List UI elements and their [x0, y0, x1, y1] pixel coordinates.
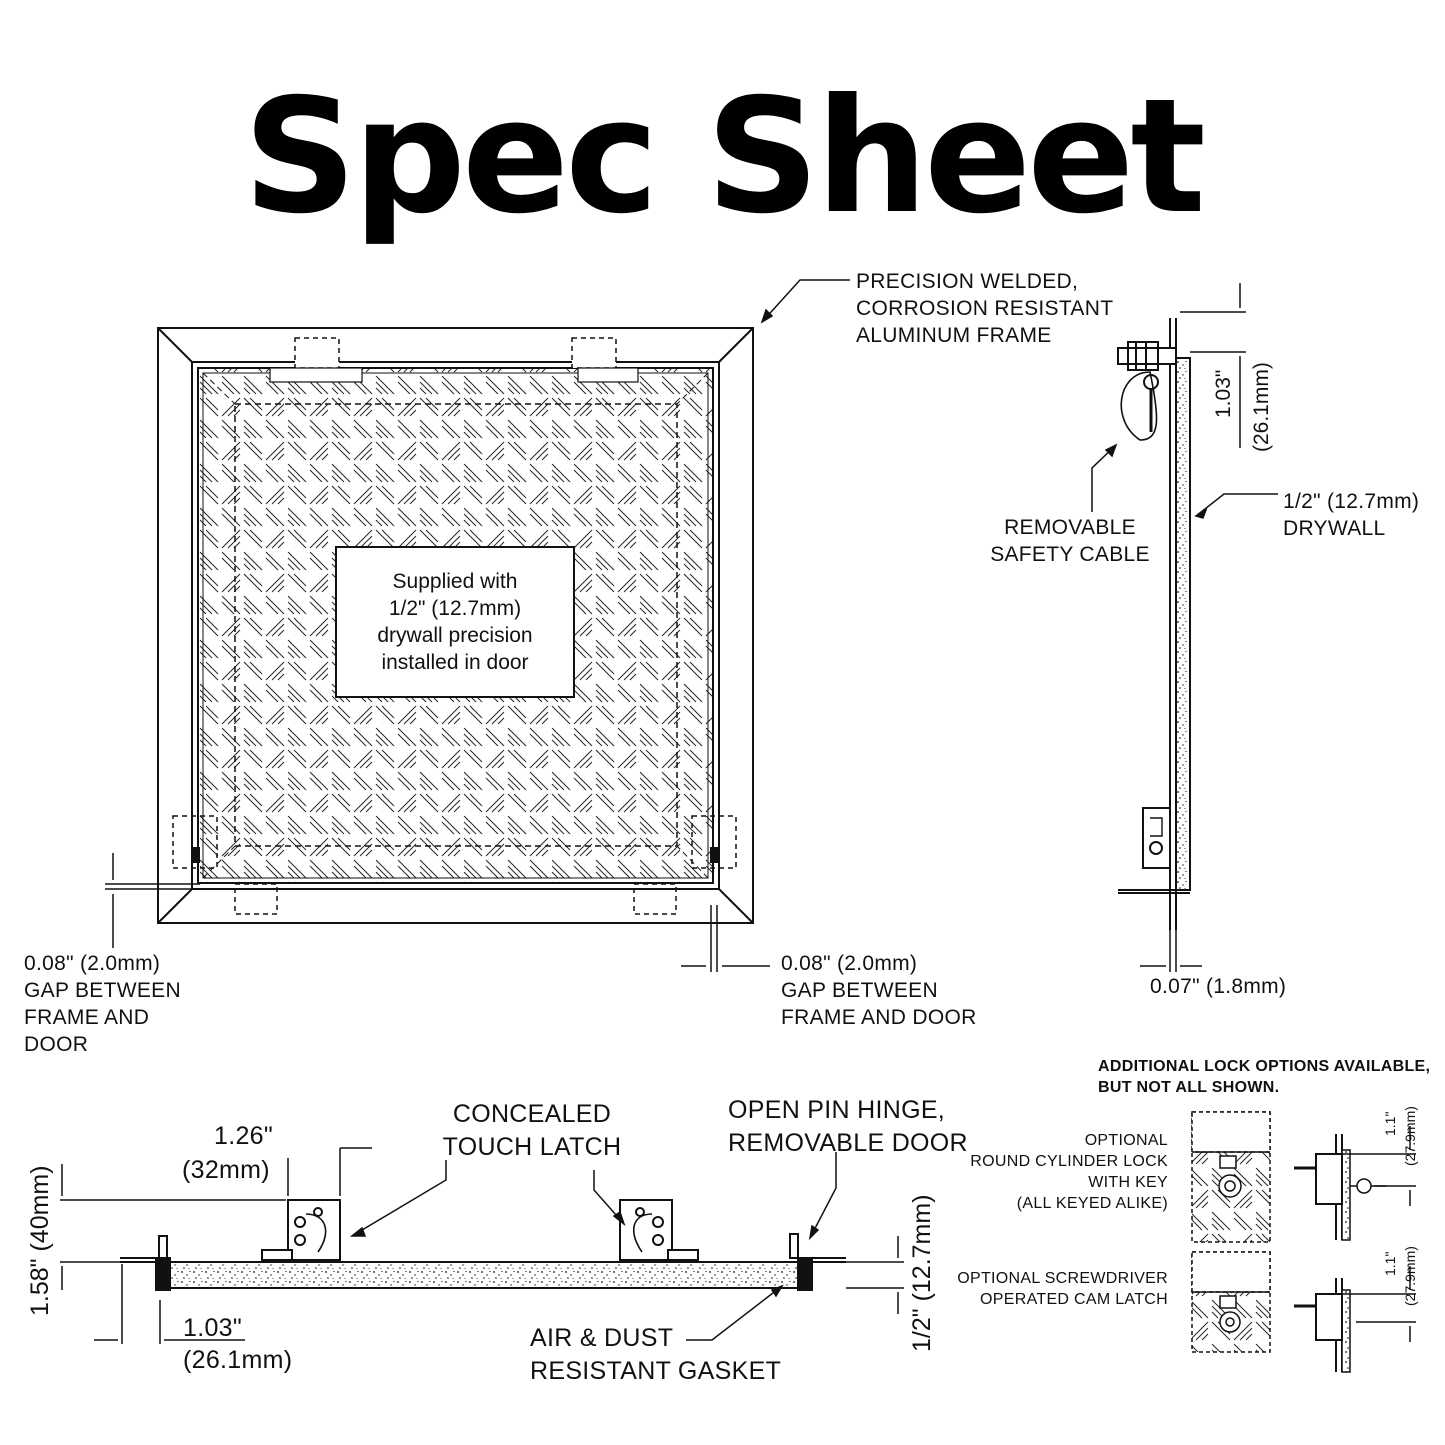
- side-dim-bottom: 0.07" (1.8mm): [1150, 975, 1287, 998]
- cam-latch-label: OPTIONAL SCREWDRIVER OPERATED CAM LATCH: [957, 1270, 1168, 1308]
- lock-option-details: [1191, 1111, 1416, 1373]
- side-dim-top: 1.03": [1212, 369, 1235, 418]
- hinge-label: OPEN PIN HINGE, REMOVABLE DOOR: [728, 1096, 968, 1157]
- gap-right-label: 0.08" (2.0mm) GAP BETWEEN FRAME AND DOOR: [781, 952, 977, 1029]
- side-dim-top-mm: (26.1mm): [1250, 362, 1273, 452]
- touch-latch-label: CONCEALED TOUCH LATCH: [442, 1100, 622, 1161]
- drywall-label: 1/2" (12.7mm) DRYWALL: [1283, 490, 1420, 540]
- lock-dim-1: 1.1": [1382, 1111, 1398, 1136]
- lock-dim-2-mm: (27.9mm): [1402, 1246, 1418, 1306]
- frame-label: PRECISION WELDED, CORROSION RESISTANT AL…: [856, 270, 1114, 347]
- lock-dim-1-mm: (27.9mm): [1402, 1106, 1418, 1166]
- front-view-leaders: [105, 279, 850, 972]
- bottom-view-leaders: [60, 1147, 904, 1344]
- dim-half-inch: 1/2" (12.7mm): [908, 1194, 936, 1352]
- dim-126: 1.26": [214, 1122, 274, 1150]
- gasket-label: AIR & DUST RESISTANT GASKET: [530, 1324, 782, 1385]
- side-section-view: [1117, 318, 1191, 930]
- safety-cable-label: REMOVABLE SAFETY CABLE: [990, 516, 1150, 566]
- round-lock-label: OPTIONAL ROUND CYLINDER LOCK WITH KEY (A…: [970, 1132, 1168, 1212]
- dim-158: 1.58" (40mm): [26, 1165, 54, 1316]
- supplied-callout-box: [335, 546, 575, 698]
- dim-103: 1.03": [183, 1314, 243, 1342]
- side-view-leaders: [1091, 283, 1278, 972]
- supplied-note: Supplied with 1/2" (12.7mm) drywall prec…: [377, 570, 533, 674]
- bottom-section-view: [120, 1199, 846, 1291]
- gap-left-label: 0.08" (2.0mm) GAP BETWEEN FRAME AND DOOR: [24, 952, 181, 1056]
- lock-note: ADDITIONAL LOCK OPTIONS AVAILABLE, BUT N…: [1098, 1058, 1431, 1096]
- dim-103-mm: (26.1mm): [183, 1346, 293, 1374]
- dim-126-mm: (32mm): [182, 1156, 270, 1184]
- lock-dim-2: 1.1": [1382, 1251, 1398, 1276]
- page-title: Spec Sheet: [243, 65, 1206, 249]
